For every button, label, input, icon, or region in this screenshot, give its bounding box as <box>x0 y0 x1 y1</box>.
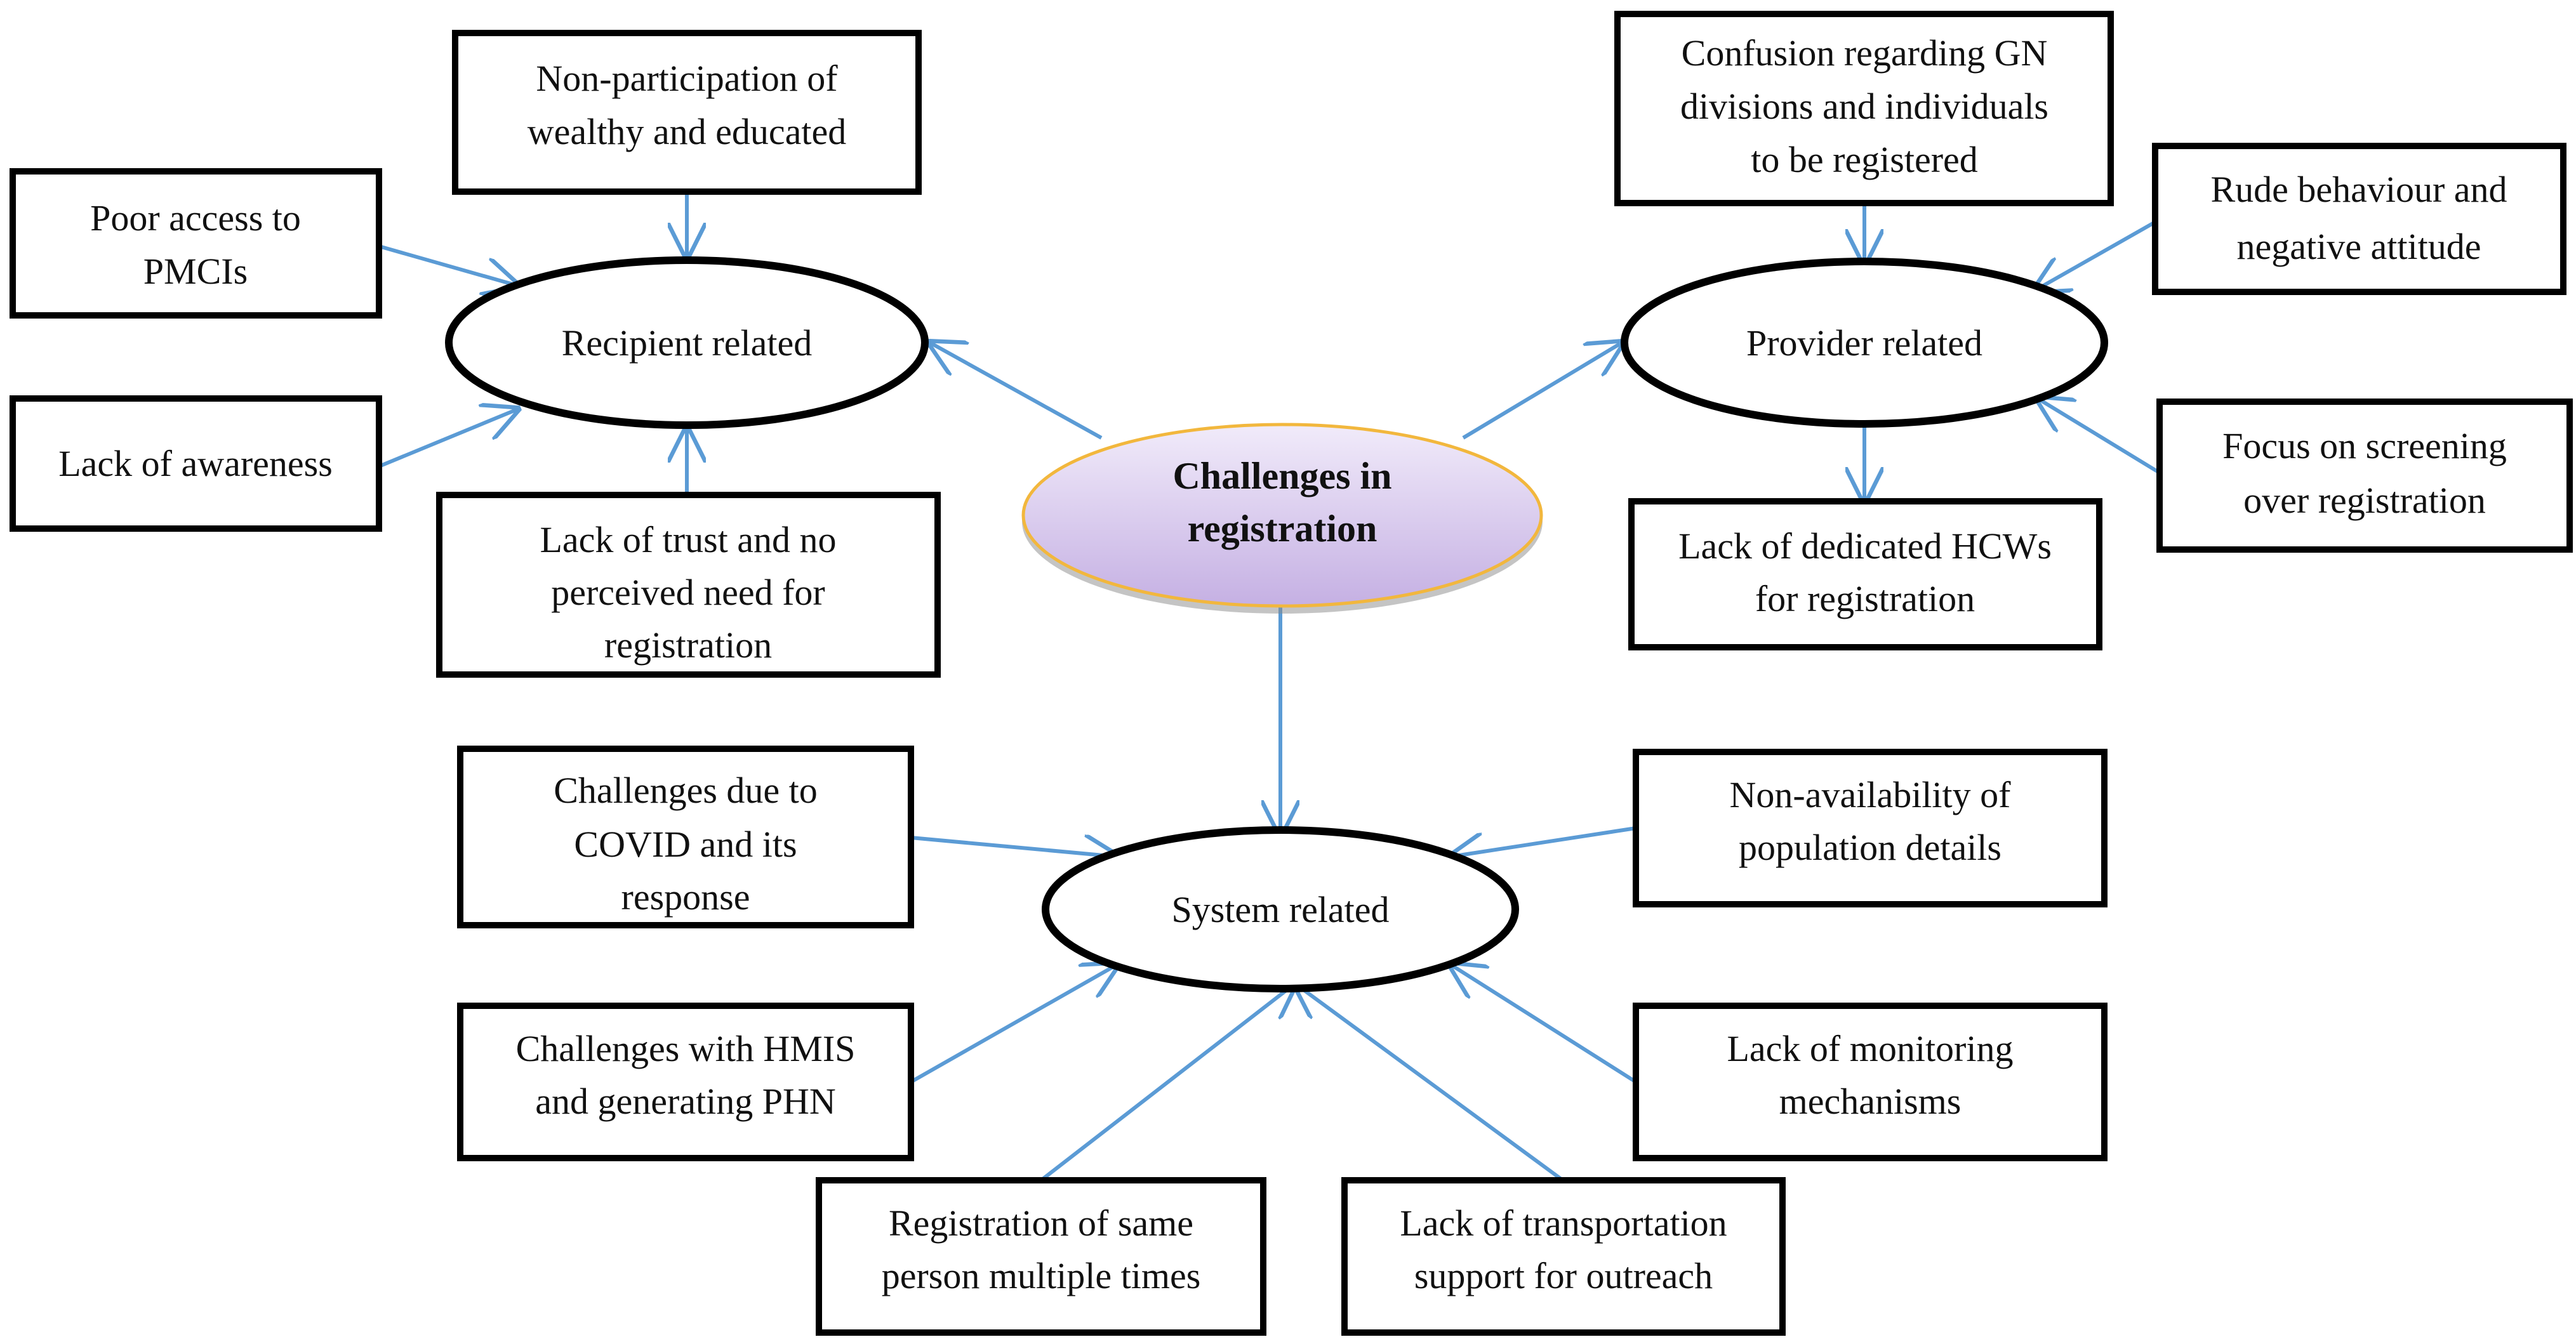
arrow-hmis <box>910 965 1117 1084</box>
factor-line: wealthy and educated <box>528 111 846 152</box>
factor-line: and generating PHN <box>535 1081 836 1122</box>
factor-hmis: Challenges with HMIS and generating PHN <box>457 1003 914 1161</box>
arrow-center-to-provider <box>1462 343 1622 440</box>
factor-line: Rude behaviour and <box>2210 169 2507 210</box>
factor-line: Challenges due to <box>554 770 818 811</box>
factor-line: PMCIs <box>143 251 248 292</box>
arrow-covid <box>910 838 1117 857</box>
factor-awareness: Lack of awareness <box>10 395 382 532</box>
factor-line: Non-availability of <box>1730 774 2012 815</box>
factor-line: Lack of trust and no <box>540 519 836 560</box>
arrow-duplicate <box>1040 984 1295 1182</box>
factor-line: response <box>621 876 750 918</box>
factor-duplicate-registration: Registration of same person multiple tim… <box>816 1177 1266 1336</box>
provider-category: Provider related <box>1621 258 2108 428</box>
arrow-transport <box>1295 984 1564 1182</box>
factor-line: person multiple times <box>882 1255 1201 1296</box>
factor-confusion: Confusion regarding GN divisions and ind… <box>1614 11 2114 206</box>
factor-line: over registration <box>2243 480 2486 521</box>
factor-population-details: Non-availability of population details <box>1633 749 2108 907</box>
factor-line: Lack of awareness <box>58 443 333 484</box>
arrow-awareness <box>378 409 517 468</box>
factor-line: Registration of same <box>889 1202 1193 1244</box>
factor-trust: Lack of trust and no perceived need for … <box>436 492 941 678</box>
arrow-center-to-recipient <box>930 343 1103 440</box>
recipient-category-label: Recipient related <box>562 322 813 364</box>
factor-covid: Challenges due to COVID and its response <box>457 746 914 928</box>
factor-line: to be registered <box>1751 139 1978 180</box>
factor-line: Confusion regarding GN <box>1682 32 2048 74</box>
factor-rude-behaviour: Rude behaviour and negative attitude <box>2152 143 2566 295</box>
factor-screening: Focus on screening over registration <box>2156 399 2573 553</box>
factor-line: Lack of transportation <box>1400 1202 1727 1244</box>
factor-line: perceived need for <box>551 572 825 613</box>
factor-line: support for outreach <box>1414 1255 1713 1296</box>
center-node: Challenges in registration <box>1021 423 1543 614</box>
factor-monitoring: Lack of monitoring mechanisms <box>1633 1003 2108 1161</box>
factor-line: registration <box>604 624 772 666</box>
system-category-label: System related <box>1171 889 1389 930</box>
factor-line: for registration <box>1755 578 1975 619</box>
factor-line: Challenges with HMIS <box>516 1028 856 1069</box>
arrow-rude <box>2035 220 2156 291</box>
factor-line: negative attitude <box>2237 226 2481 267</box>
arrow-poor-access <box>378 244 517 286</box>
arrow-population <box>1451 826 1637 857</box>
factor-transportation: Lack of transportation support for outre… <box>1341 1177 1786 1336</box>
provider-category-label: Provider related <box>1746 322 1982 364</box>
factor-line: COVID and its <box>574 824 797 865</box>
factor-non-participation: Non-participation of wealthy and educate… <box>452 30 922 195</box>
factor-line: population details <box>1739 827 2002 868</box>
connector-arrows <box>378 192 2161 1182</box>
factor-poor-access: Poor access to PMCIs <box>10 168 382 319</box>
factor-dedicated-hcws: Lack of dedicated HCWs for registration <box>1628 498 2102 650</box>
system-category: System related <box>1042 826 1519 992</box>
factor-line: mechanisms <box>1779 1081 1962 1122</box>
center-title-line2: registration <box>1188 508 1378 550</box>
factor-line: Poor access to <box>90 197 301 239</box>
arrow-screening <box>2038 399 2161 475</box>
factor-line: divisions and individuals <box>1680 86 2048 127</box>
factor-line: Lack of monitoring <box>1727 1028 2013 1069</box>
recipient-category: Recipient related <box>445 256 929 429</box>
factor-line: Non-participation of <box>536 58 838 99</box>
center-title-line1: Challenges in <box>1172 455 1391 497</box>
factor-line: Focus on screening <box>2222 425 2507 466</box>
arrow-monitoring <box>1451 965 1637 1084</box>
factor-line: Lack of dedicated HCWs <box>1678 525 2052 567</box>
